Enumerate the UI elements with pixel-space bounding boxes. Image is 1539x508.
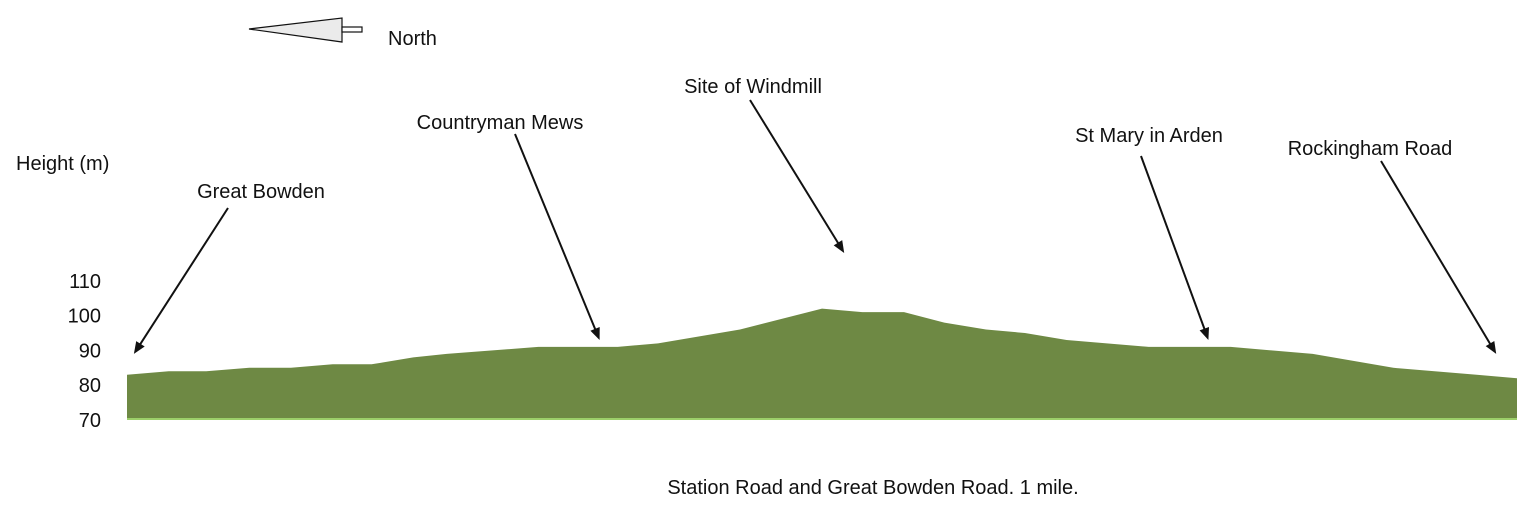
annotation-arrowhead (133, 341, 145, 354)
y-tick-label: 110 (69, 271, 101, 293)
terrain-area-series (127, 308, 1517, 420)
annotation-arrow-line (137, 207, 229, 348)
y-tick-label: 70 (79, 410, 101, 432)
y-tick-label: 80 (79, 375, 101, 397)
annotation-label: Great Bowden (197, 181, 325, 203)
annotation-arrow-line (1380, 160, 1493, 348)
y-tick-label: 100 (68, 306, 101, 328)
annotation-arrow-line (749, 99, 841, 247)
annotation-label: Countryman Mews (417, 112, 584, 134)
annotation-arrow-line (1140, 155, 1207, 333)
annotation-arrow-line (514, 133, 598, 333)
annotation-arrowhead (1485, 341, 1497, 354)
y-tick-labels: 70 80 90 100 110 (68, 271, 101, 432)
annotation-label: St Mary in Arden (1075, 125, 1223, 147)
north-label: North (388, 28, 437, 50)
landmark-annotations: Great Bowden Countryman Mews Site of Windm… (133, 76, 1497, 354)
chart-title: Station Road and Great Bowden Road. 1 mi… (667, 477, 1078, 499)
y-axis-label: Height (m) (16, 153, 109, 175)
annotation-arrowhead (833, 240, 845, 253)
annotation-label: Rockingham Road (1288, 138, 1453, 160)
north-arrow-icon (248, 17, 363, 43)
annotation-arrowhead (1199, 327, 1209, 340)
annotation-label: Site of Windmill (684, 76, 822, 98)
y-tick-label: 90 (79, 340, 101, 362)
annotation-arrowhead (590, 327, 600, 340)
